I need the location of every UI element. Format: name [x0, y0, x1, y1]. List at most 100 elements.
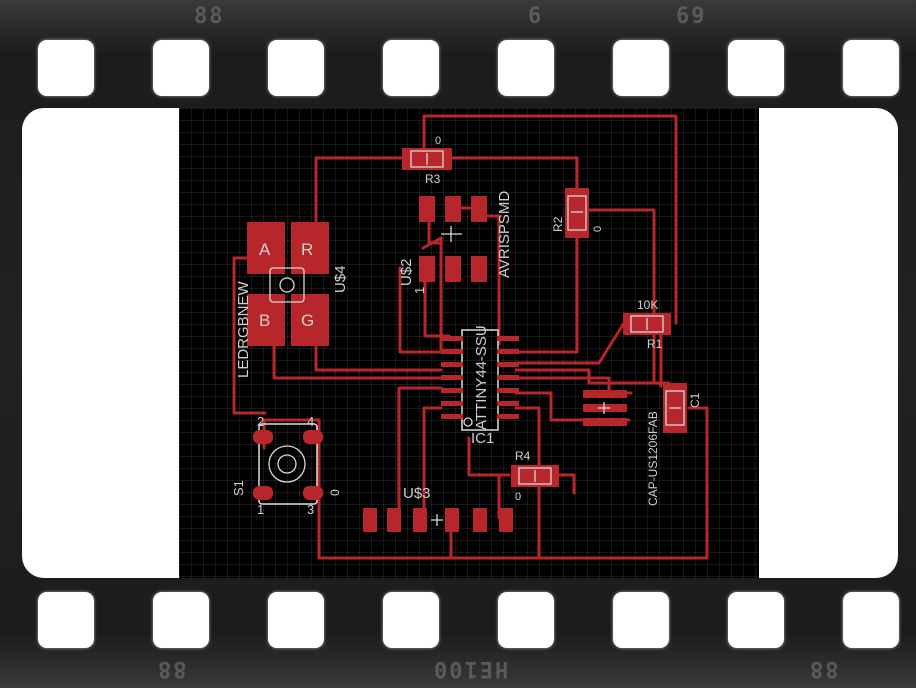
switch-pin-label: 3 — [307, 502, 314, 517]
switch-outline — [258, 423, 318, 505]
header-pad — [473, 508, 487, 532]
header-pad — [387, 508, 401, 532]
switch-actuator — [268, 445, 306, 483]
trace — [398, 266, 443, 354]
jumper-pads — [583, 390, 627, 426]
led-pad-g — [291, 294, 329, 346]
isp-pad — [445, 196, 461, 222]
capacitor-name: C1 — [688, 392, 702, 408]
sprocket-hole — [268, 592, 324, 648]
resistor-value: 0 — [592, 226, 604, 232]
switch-pin-label: 2 — [257, 414, 264, 429]
switch-pad — [253, 430, 273, 444]
sprocket-hole — [498, 592, 554, 648]
header-pad — [363, 508, 377, 532]
resistor-name: R4 — [515, 449, 531, 463]
ic-pin — [441, 414, 463, 419]
film-edge-label: 6 — [528, 4, 544, 29]
led-body-outline — [269, 267, 305, 303]
resistor-outline — [518, 467, 552, 485]
ic-pin — [441, 401, 463, 406]
sprocket-hole — [38, 592, 94, 648]
component-c1: C1 CAP-US1206FAB — [646, 383, 702, 506]
sprocket-hole — [843, 40, 899, 96]
trace — [467, 436, 511, 477]
trace — [262, 418, 541, 560]
sprocket-hole — [268, 40, 324, 96]
component-ic1: ATTINY44-SSU IC1 — [441, 325, 519, 447]
trace — [232, 256, 267, 415]
component-s1-switch: 2 4 1 3 S1 0 — [231, 414, 342, 517]
resistor-value: 0 — [515, 491, 521, 503]
component-us4-led: A R B G LEDRGBNEW U$4 — [235, 222, 349, 378]
sprocket-hole — [843, 592, 899, 648]
component-r4: R4 0 — [511, 449, 559, 503]
switch-value: 0 — [328, 489, 342, 496]
led-pad-a — [247, 222, 285, 274]
ic-pin1-dot — [463, 417, 473, 427]
isp-pad — [471, 256, 487, 282]
switch-pin-label: 4 — [307, 414, 314, 429]
switch-pad — [303, 486, 323, 500]
isp-pad — [471, 196, 487, 222]
isp-pin1-label: 1 — [412, 287, 427, 294]
resistor-outline — [410, 150, 444, 168]
header-pad — [445, 508, 459, 532]
resistor-outline — [630, 315, 664, 333]
resistor-outline — [567, 195, 587, 231]
component-us3-header: U$3 — [363, 485, 513, 532]
switch-actuator-inner — [277, 454, 297, 474]
trace — [514, 231, 579, 354]
switch-pin-label: 1 — [257, 502, 264, 517]
trace — [552, 473, 576, 495]
ic-pin — [441, 375, 463, 380]
resistor-value: 0 — [435, 135, 441, 147]
component-r3: 0 R3 — [402, 135, 452, 186]
sprocket-hole — [38, 40, 94, 96]
switch-pad — [303, 430, 323, 444]
ic-pin — [497, 349, 519, 354]
ic-name-label: IC1 — [471, 430, 494, 447]
film-edge-label: HE100 — [432, 656, 509, 681]
film-edge-label: 88 — [194, 4, 225, 29]
resistor-name: R2 — [551, 216, 565, 232]
trace — [514, 321, 626, 365]
film-edge-label: 69 — [676, 4, 707, 29]
isp-pad — [419, 256, 435, 282]
header-pad — [499, 508, 513, 532]
led-pad-label: G — [301, 311, 314, 330]
trace — [422, 406, 443, 520]
led-pad-b — [247, 294, 285, 346]
led-name-label: U$4 — [332, 265, 349, 293]
led-pad-r — [291, 222, 329, 274]
led-part-label: LEDRGBNEW — [235, 280, 252, 378]
ic-pin — [497, 336, 519, 341]
ic-pin — [441, 349, 463, 354]
ic-pin — [497, 401, 519, 406]
isp-part-label: AVRISPSMD — [496, 191, 513, 278]
header-name-label: U$3 — [403, 485, 431, 502]
ic-pin — [497, 362, 519, 367]
isp-pad — [419, 196, 435, 222]
ic-pin — [497, 414, 519, 419]
pcb-board: A R B G LEDRGBNEW U$4 0 R3 R2 0 — [179, 108, 759, 578]
ic-pin — [441, 388, 463, 393]
sprocket-hole — [383, 592, 439, 648]
ic-left-pins — [441, 336, 463, 419]
switch-name: S1 — [231, 480, 246, 496]
led-pad-label: B — [259, 311, 270, 330]
ic-pin — [441, 336, 463, 341]
sprocket-hole — [728, 40, 784, 96]
ic-part-label: ATTINY44-SSU — [473, 325, 490, 430]
film-edge-label: 88 — [808, 656, 839, 681]
ic-pin — [441, 362, 463, 367]
resistor-name: R1 — [647, 337, 663, 351]
pcb-layout: A R B G LEDRGBNEW U$4 0 R3 R2 0 — [231, 114, 709, 560]
trace — [397, 386, 443, 530]
ic-right-pins — [497, 336, 519, 419]
sprocket-hole — [613, 592, 669, 648]
resistor-value: 10K — [637, 298, 658, 312]
sprocket-hole — [153, 592, 209, 648]
sprocket-hole — [613, 40, 669, 96]
trace — [314, 316, 443, 372]
